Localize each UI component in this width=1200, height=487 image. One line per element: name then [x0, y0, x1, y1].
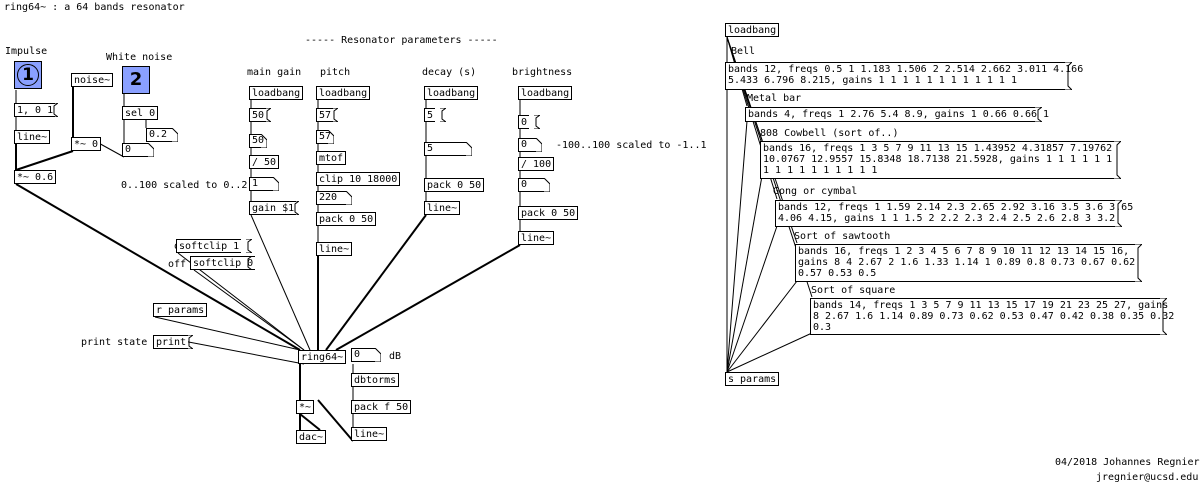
- main-gain-loadbang[interactable]: loadbang: [249, 86, 304, 100]
- metal-bar-message[interactable]: bands 4, freqs 1 2.76 5.4 8.9, gains 1 0…: [745, 107, 1049, 122]
- main-gain-atom-50[interactable]: 50: [249, 134, 267, 148]
- softclip-off-message[interactable]: softclip 0: [190, 256, 256, 270]
- sel-object[interactable]: sel 0: [122, 106, 159, 120]
- brightness-atom-0[interactable]: 0: [518, 138, 542, 152]
- mtof-object[interactable]: mtof: [316, 151, 347, 165]
- pitch-loadbang[interactable]: loadbang: [316, 86, 371, 100]
- impulse-label: Impulse: [5, 46, 48, 57]
- zero-atom[interactable]: 0: [122, 143, 154, 157]
- brightness-line[interactable]: line~: [518, 231, 555, 245]
- white-noise-label: White noise: [106, 52, 173, 63]
- gain-message[interactable]: gain $1: [249, 201, 299, 215]
- send-params-object[interactable]: s params: [725, 372, 780, 386]
- main-gain-div[interactable]: / 50: [249, 155, 280, 169]
- metal-bar-label: Metal bar: [747, 93, 802, 104]
- value-02-atom[interactable]: 0.2: [146, 128, 178, 142]
- square-label: Sort of square: [811, 285, 896, 296]
- impulse-message[interactable]: 1, 0 1: [14, 103, 58, 117]
- pitch-atom-220[interactable]: 220: [316, 191, 352, 205]
- brightness-msg-0[interactable]: 0: [518, 115, 542, 129]
- receive-params-object[interactable]: r params: [153, 303, 208, 317]
- line-object[interactable]: line~: [14, 130, 51, 144]
- sawtooth-label: Sort of sawtooth: [794, 231, 891, 242]
- cowbell-label: 808 Cowbell (sort of..): [760, 128, 899, 139]
- db-label: dB: [389, 351, 402, 362]
- print-message[interactable]: print: [153, 335, 193, 349]
- mul06-object[interactable]: *~ 0.6: [14, 170, 57, 184]
- pack-f-object[interactable]: pack f 50: [351, 400, 412, 414]
- credits-email: jregnier@ucsd.edu: [1096, 472, 1199, 483]
- bell-label: Bell: [731, 46, 756, 57]
- pitch-line[interactable]: line~: [316, 242, 353, 256]
- dbtorms-object[interactable]: dbtorms: [351, 373, 400, 387]
- softclip-on-message[interactable]: softclip 1: [176, 239, 252, 253]
- noise-bang-number: 2: [129, 69, 143, 90]
- sawtooth-message[interactable]: bands 16, freqs 1 2 3 4 5 6 7 8 9 10 11 …: [795, 244, 1142, 282]
- main-gain-label: main gain: [247, 67, 302, 78]
- preset-loadbang[interactable]: loadbang: [725, 23, 780, 37]
- brightness-div[interactable]: / 100: [518, 157, 555, 171]
- cowbell-message[interactable]: bands 16, freqs 1 3 5 7 9 11 13 15 1.439…: [760, 141, 1121, 179]
- softclip-off-label: off: [168, 259, 187, 270]
- pitch-atom-57[interactable]: 57: [316, 130, 334, 144]
- output-line-object[interactable]: line~: [351, 427, 388, 441]
- patch-title: ring64~ : a 64 bands resonator: [4, 2, 185, 13]
- brightness-label: brightness: [512, 67, 573, 78]
- brightness-atom-scaled[interactable]: 0: [518, 178, 550, 192]
- brightness-pack[interactable]: pack 0 50: [518, 206, 579, 220]
- impulse-bang-number: 1: [17, 64, 39, 86]
- credits-author: 04/2018 Johannes Regnier: [1055, 457, 1200, 468]
- pitch-pack[interactable]: pack 0 50: [316, 212, 377, 226]
- pitch-msg-57[interactable]: 57: [316, 108, 340, 122]
- brightness-loadbang[interactable]: loadbang: [518, 86, 573, 100]
- decay-pack[interactable]: pack 0 50: [424, 178, 485, 192]
- square-message[interactable]: bands 14, freqs 1 3 5 7 9 11 13 15 17 19…: [810, 298, 1174, 335]
- print-state-label: print state: [81, 337, 148, 348]
- decay-label: decay (s): [422, 67, 477, 78]
- gong-label: Gong or cymbal: [773, 186, 858, 197]
- brightness-note: -100..100 scaled to -1..1: [556, 140, 707, 151]
- decay-msg-5[interactable]: 5: [424, 108, 448, 122]
- ring64-object[interactable]: ring64~: [298, 350, 347, 364]
- noise-bang-toggle[interactable]: 2: [122, 66, 150, 94]
- decay-atom-5[interactable]: 5: [424, 142, 472, 156]
- section-header: ----- Resonator parameters -----: [305, 35, 498, 46]
- main-gain-atom-1[interactable]: 1: [249, 177, 279, 191]
- decay-line[interactable]: line~: [424, 201, 461, 215]
- dac-object[interactable]: dac~: [296, 430, 327, 444]
- db-atom[interactable]: 0: [351, 348, 381, 362]
- scale-note: 0..100 scaled to 0..2: [121, 180, 248, 191]
- noise-object[interactable]: noise~: [71, 73, 114, 87]
- gong-message[interactable]: bands 12, freqs 1 1.59 2.14 2.3 2.65 2.9…: [775, 200, 1133, 227]
- impulse-bang-button[interactable]: 1: [14, 61, 42, 89]
- clip-object[interactable]: clip 10 18000: [316, 172, 401, 186]
- mul-object[interactable]: *~ 0: [71, 137, 102, 151]
- decay-loadbang[interactable]: loadbang: [424, 86, 479, 100]
- output-mul-object[interactable]: *~: [296, 400, 315, 414]
- bell-message[interactable]: bands 12, freqs 0.5 1 1.183 1.506 2 2.51…: [725, 62, 1083, 90]
- pitch-label: pitch: [320, 67, 351, 78]
- main-gain-msg-50[interactable]: 50: [249, 108, 273, 122]
